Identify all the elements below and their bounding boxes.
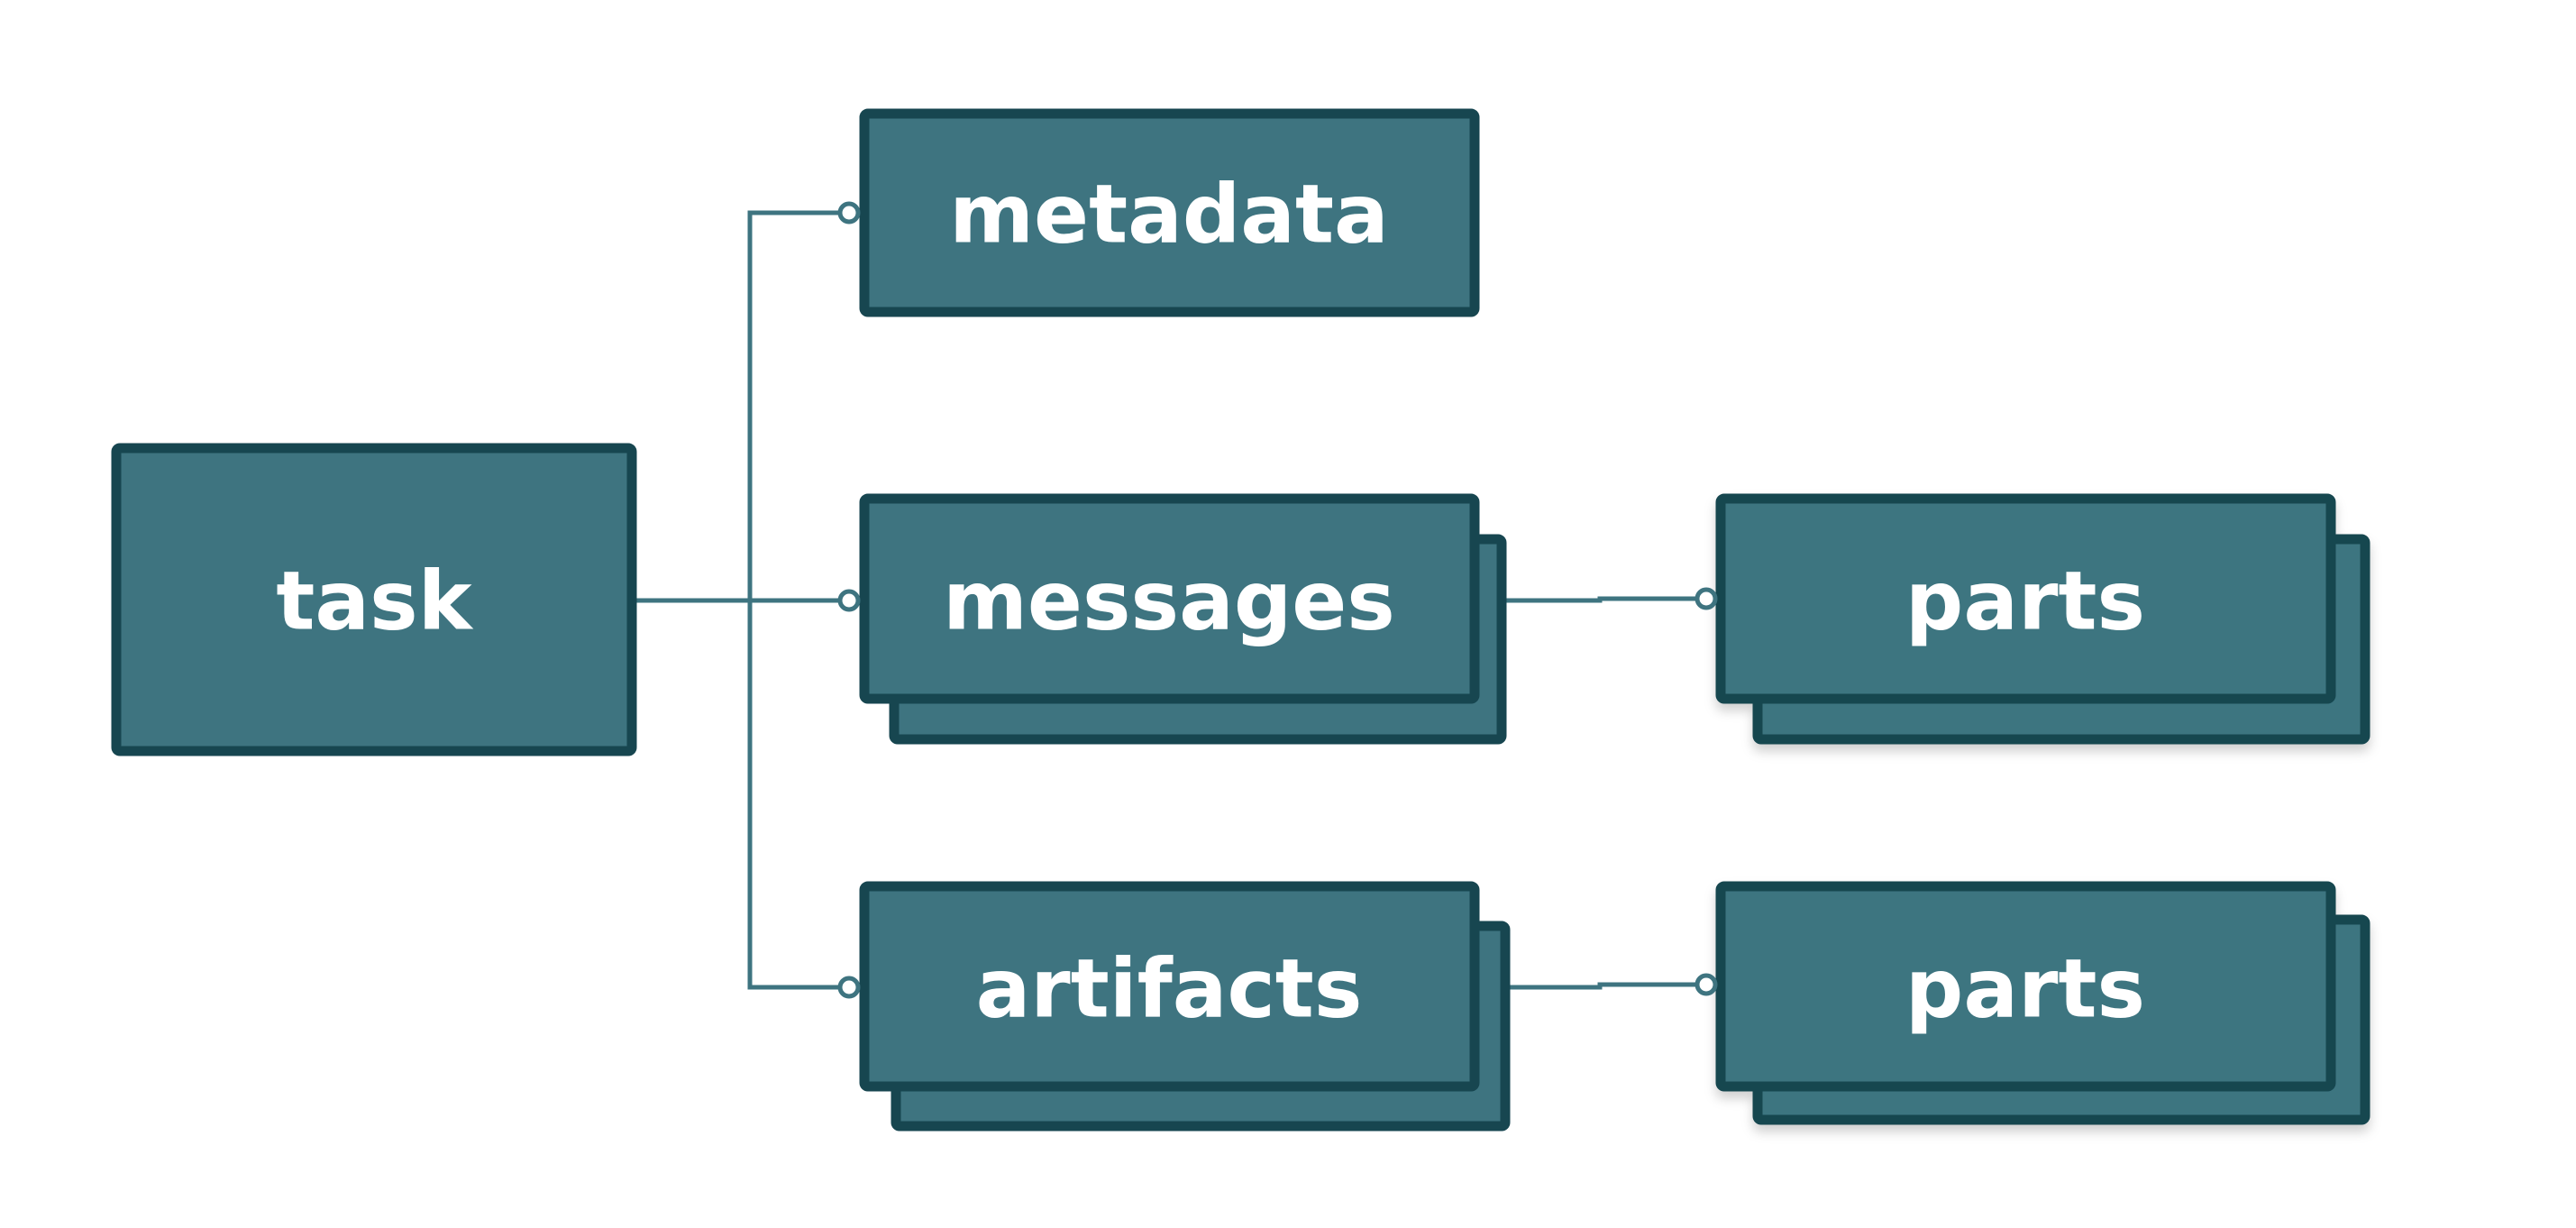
node-artifacts-parts-label: parts	[1905, 942, 2145, 1037]
node-artifacts-stack-front	[859, 881, 1480, 1092]
connectors	[634, 210, 1704, 990]
ports	[837, 201, 1718, 999]
node-task-label: task	[276, 554, 473, 649]
port-artifacts	[837, 976, 861, 999]
node-artifacts-parts-stack-front	[1715, 881, 2336, 1092]
node-task: task	[111, 443, 637, 756]
node-messages-label: messages	[943, 554, 1395, 649]
node-artifacts-parts: parts	[1715, 881, 2370, 1125]
port-messages-parts	[1694, 587, 1718, 610]
port-artifacts-parts	[1694, 973, 1718, 996]
node-artifacts-label: artifacts	[976, 942, 1363, 1037]
port-messages	[837, 589, 861, 612]
node-messages-stack-front	[859, 493, 1480, 704]
node-messages-parts: parts	[1715, 493, 2370, 745]
edge-task-artifacts	[747, 600, 847, 990]
node-metadata-label: metadata	[949, 168, 1389, 262]
edge-artifacts-parts	[1478, 982, 1704, 990]
node-messages: messages	[859, 493, 1507, 745]
port-metadata	[837, 201, 861, 225]
node-messages-parts-label: parts	[1905, 554, 2145, 649]
edge-task-metadata	[747, 210, 847, 600]
edge-messages-parts	[1478, 596, 1704, 603]
node-metadata: metadata	[859, 108, 1480, 317]
node-artifacts: artifacts	[859, 881, 1511, 1132]
node-messages-parts-stack-front	[1715, 493, 2336, 704]
